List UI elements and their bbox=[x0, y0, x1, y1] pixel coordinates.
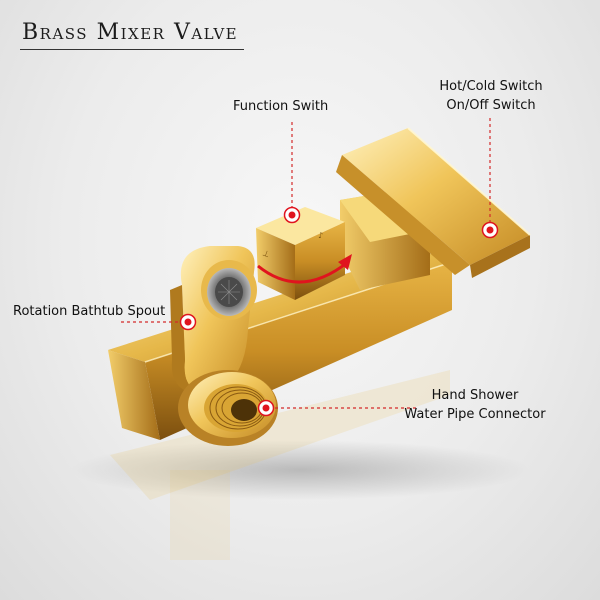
svg-text:♪: ♪ bbox=[318, 231, 323, 240]
label-function-switch: Function Swith bbox=[233, 99, 329, 114]
marker-spout bbox=[179, 313, 197, 331]
label-hand-shower: Hand Shower Water Pipe Connector bbox=[400, 386, 550, 424]
label-hand-shower-line1: Hand Shower bbox=[431, 388, 519, 403]
label-hand-shower-line2: Water Pipe Connector bbox=[404, 407, 546, 422]
marker-connector bbox=[257, 399, 275, 417]
page-title: Brass Mixer Valve bbox=[22, 20, 239, 45]
marker-function-switch bbox=[283, 206, 301, 224]
marker-hot-cold bbox=[481, 221, 499, 239]
label-rotation-spout: Rotation Bathtub Spout bbox=[13, 304, 166, 319]
label-hot-cold-line1: Hot/Cold Switch bbox=[439, 79, 543, 94]
title-underline bbox=[20, 49, 244, 50]
label-hot-cold-switch: Hot/Cold Switch On/Off Switch bbox=[425, 77, 557, 115]
svg-text:⊥: ⊥ bbox=[261, 248, 271, 259]
label-hot-cold-line2: On/Off Switch bbox=[446, 98, 536, 113]
